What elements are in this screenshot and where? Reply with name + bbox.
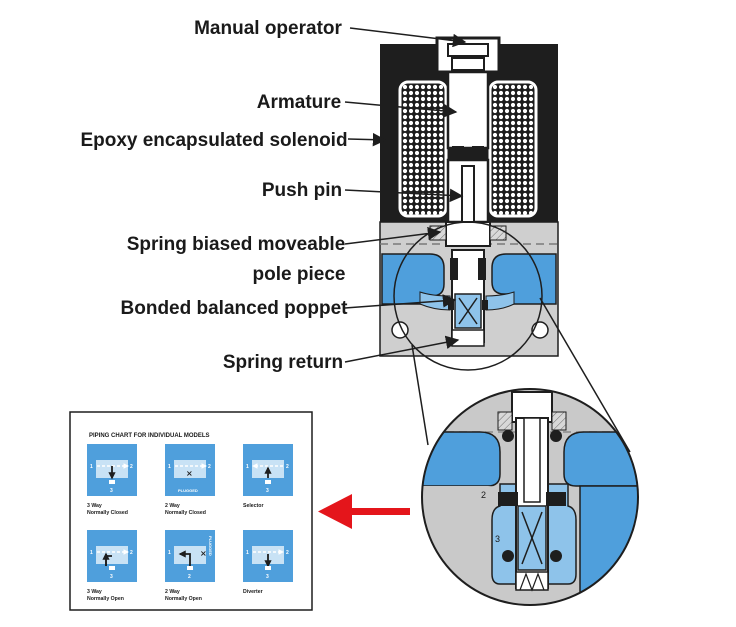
piping-cell-3way-no: 1 2 3 3 Way Normally Open bbox=[87, 530, 137, 602]
port-num: 2 bbox=[130, 550, 133, 556]
detail-port-right bbox=[563, 431, 638, 487]
label-armature: Armature bbox=[257, 92, 341, 113]
piping-chart-title: PIPING CHART FOR INDIVIDUAL MODELS bbox=[89, 433, 210, 439]
cell-caption-line1: Selector bbox=[243, 503, 263, 509]
label-manual-operator: Manual operator bbox=[194, 18, 342, 39]
cell-caption-line2: Normally Closed bbox=[165, 510, 206, 516]
port-num: 3 bbox=[266, 574, 269, 580]
port-num: 1 bbox=[168, 550, 171, 556]
port-num: 1 bbox=[90, 464, 93, 470]
port-num: 1 bbox=[246, 464, 249, 470]
label-epoxy-solenoid: Epoxy encapsulated solenoid bbox=[80, 130, 347, 151]
piping-cell-selector: 1 2 3 Selector bbox=[243, 444, 293, 509]
port-num: 2 bbox=[188, 574, 191, 580]
detail-port-left bbox=[422, 431, 501, 487]
spring-return bbox=[451, 329, 485, 347]
cell-caption-line2: Normally Closed bbox=[87, 510, 128, 516]
magnifier-source-circle bbox=[393, 221, 543, 371]
detail-port-number-2: 2 bbox=[481, 490, 486, 500]
label-push-pin: Push pin bbox=[262, 180, 342, 201]
svg-text:×: × bbox=[200, 549, 207, 558]
port-num: 2 bbox=[130, 464, 133, 470]
cell-caption-line1: 3 Way bbox=[87, 503, 102, 509]
armature bbox=[446, 70, 490, 150]
detail-port-number-3: 3 bbox=[495, 534, 500, 544]
port-num: 3 bbox=[110, 488, 113, 494]
port-num: 1 bbox=[90, 550, 93, 556]
cell-caption-line1: 2 Way bbox=[165, 503, 180, 509]
port-num: 2 bbox=[208, 464, 211, 470]
piping-cell-2way-nc: × PLUGGED 1 2 2 Way Normally Closed bbox=[165, 444, 215, 516]
port-num: 2 bbox=[286, 550, 289, 556]
valve-cross-section bbox=[379, 36, 631, 453]
cell-caption-line1: 3 Way bbox=[87, 589, 102, 595]
label-spring-pole-line2: pole piece bbox=[253, 264, 346, 285]
cell-caption-line1: Diverter bbox=[243, 589, 263, 595]
cell-caption-line2: Normally Open bbox=[87, 596, 124, 602]
coil-winding-left bbox=[398, 80, 448, 218]
port-num: 3 bbox=[110, 574, 113, 580]
detail-circle-border bbox=[421, 388, 639, 606]
svg-text:×: × bbox=[186, 469, 193, 478]
port-num: 3 bbox=[266, 488, 269, 494]
red-pointer-arrow bbox=[318, 494, 410, 529]
cell-caption-line2: Normally Open bbox=[165, 596, 202, 602]
piping-cell-3way-nc: 1 2 3 3 Way Normally Closed bbox=[87, 444, 137, 516]
label-bonded-poppet: Bonded balanced poppet bbox=[121, 298, 349, 319]
label-spring-return: Spring return bbox=[223, 352, 343, 373]
label-spring-pole-line1: Spring biased moveable bbox=[127, 234, 346, 255]
plugged-label: PLUGGED bbox=[178, 488, 198, 493]
port-num: 1 bbox=[168, 464, 171, 470]
coil-winding-right bbox=[488, 80, 538, 218]
callout-labels: Manual operator Armature Epoxy encapsula… bbox=[80, 18, 467, 373]
pole-piece bbox=[445, 221, 491, 247]
detail-magnified-view: 2 3 bbox=[421, 388, 639, 606]
piping-cell-2way-no: × PLUGGED 1 2 2 Way Normally Open bbox=[165, 530, 215, 602]
port-right bbox=[491, 253, 557, 305]
port-num: 1 bbox=[246, 550, 249, 556]
push-pin bbox=[461, 165, 475, 223]
port-num: 2 bbox=[286, 464, 289, 470]
piping-chart: PIPING CHART FOR INDIVIDUAL MODELS 1 2 3… bbox=[69, 411, 313, 611]
plugged-label-vertical: PLUGGED bbox=[208, 536, 213, 556]
cell-caption-line1: 2 Way bbox=[165, 589, 180, 595]
piping-cell-diverter: 1 2 3 Diverter bbox=[243, 530, 293, 595]
